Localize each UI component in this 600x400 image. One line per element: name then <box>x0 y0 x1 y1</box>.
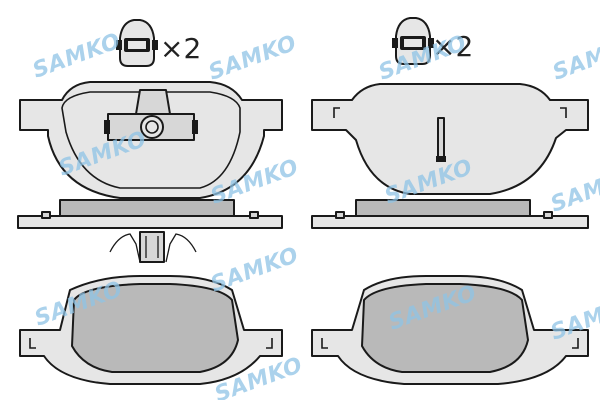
watermark-text: SAMKO <box>548 291 600 346</box>
quantity-right: ×2 <box>432 30 473 63</box>
car-icon-left <box>116 19 158 67</box>
watermark-text: SAMKO <box>208 243 303 298</box>
watermark-text: SAMKO <box>548 163 600 218</box>
watermark-text: SAMKO <box>30 29 125 84</box>
quantity-left: ×2 <box>160 32 201 65</box>
watermark-text: SAMKO <box>550 31 600 86</box>
watermark-text: SAMKO <box>206 31 301 86</box>
brake-pad-front-left <box>19 81 283 199</box>
brake-pad-friction-right <box>311 275 589 385</box>
brake-pad-back-right <box>311 83 589 195</box>
brake-pad-friction-left <box>19 275 283 385</box>
car-icon-right <box>392 17 434 65</box>
brake-pad-side-right <box>311 199 589 229</box>
brake-pad-side-left <box>17 199 283 263</box>
